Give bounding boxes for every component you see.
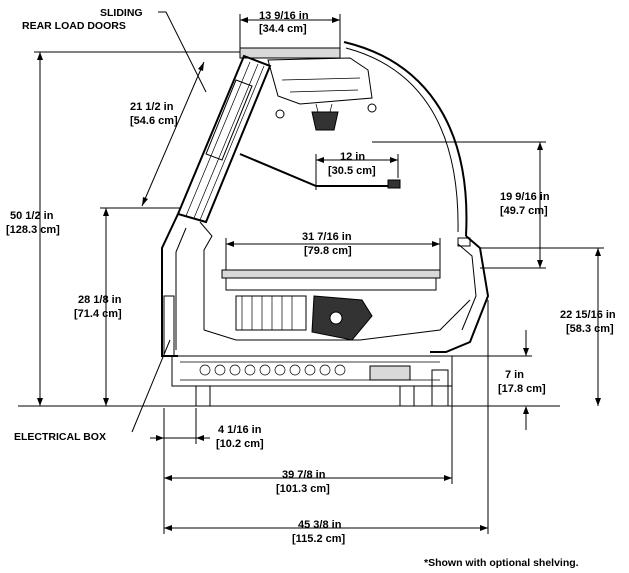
door-length-cm: [54.6 cm] [130,115,178,127]
dim-door-length [141,61,205,207]
top-cap [239,47,341,59]
overall-width-cm: [115.2 cm] [292,533,346,545]
tub-bottom [203,299,471,341]
dimension-text: SLIDING REAR LOAD DOORS 13 9/16 in [34.4… [6,7,616,569]
rear-wall-inner [175,227,187,350]
top-width-cm: [34.4 cm] [259,23,307,35]
base-height-cm: [17.8 cm] [498,383,546,395]
front-base-cover [431,369,449,407]
shelf-depth-in: 12 in [340,151,365,163]
leg-front [399,385,415,407]
front-panel-inner [457,243,477,331]
arrows-base-height [523,348,529,414]
front-curved-glass [343,41,468,237]
front-glass-inner [345,47,459,233]
elec-offset-in: 4 1/16 in [218,424,262,436]
rear-door-handle [205,79,253,161]
rear-door-panels [185,61,265,221]
evaporator-coil [235,295,307,331]
fan-hub [329,311,343,325]
front-panel [430,235,490,353]
leader-electrical-box [131,339,171,433]
canopy-light-bracket [315,103,333,113]
electrical-box [163,295,175,357]
base-frame [171,355,453,387]
front-height-cm: [58.3 cm] [566,323,614,335]
hinge-right [367,103,377,113]
label-electrical-box: ELECTRICAL BOX [14,431,106,443]
case-width-in: 39 7/8 in [282,469,326,481]
overall-width-in: 45 3/8 in [298,519,342,531]
coil-fins [241,296,293,330]
upper-height-cm: [49.7 cm] [500,205,548,217]
canopy-light-module [311,111,339,131]
overall-height-cm: [128.3 cm] [6,224,60,236]
compressor [369,365,411,381]
door-length-in: 21 1/2 in [130,101,174,113]
deck-width-cm: [79.8 cm] [304,245,352,257]
hinge-left [275,109,285,119]
base-height-in: 7 in [505,369,524,381]
canopy-detail [281,77,361,93]
elec-offset-cm: [10.2 cm] [216,438,264,450]
rear-height-in: 28 1/8 in [78,294,122,306]
front-height-in: 22 15/16 in [560,309,616,321]
leader-sliding-doors [158,11,207,93]
upper-height-in: 19 9/16 in [500,191,550,203]
label-sliding-2: REAR LOAD DOORS [22,20,126,32]
rear-wall-liner [199,221,213,330]
condensing-unit [199,364,346,376]
footnote: *Shown with optional shelving. [424,557,579,569]
rear-sliding-doors [176,54,272,224]
deck-width-in: 31 7/16 in [302,231,352,243]
front-rail [457,237,471,247]
leg-rear [195,385,211,407]
top-width-in: 13 9/16 in [259,10,309,22]
label-sliding-1: SLIDING [100,7,143,19]
canopy-light-box [267,57,373,105]
case-outline [161,41,490,407]
display-deck [221,269,441,279]
deck-support [225,278,437,291]
rear-height-cm: [71.4 cm] [74,308,122,320]
dimension-lines [18,11,604,534]
shelf-front-clip [387,179,401,189]
case-width-cm: [101.3 cm] [276,483,330,495]
shelf-depth-cm: [30.5 cm] [328,165,376,177]
overall-height-in: 50 1/2 in [10,210,54,222]
